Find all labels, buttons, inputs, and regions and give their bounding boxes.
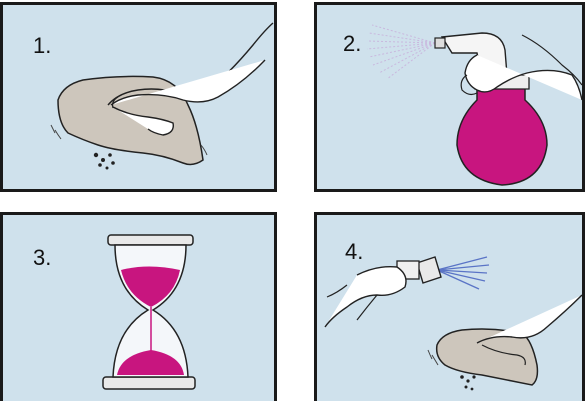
step-panel-3: 3. <box>0 212 277 401</box>
step-panel-2: 2. <box>314 2 585 192</box>
spray-bottle-icon <box>317 5 582 189</box>
step-panel-4: 4. <box>314 212 585 401</box>
step-panel-1: 1. <box>0 2 277 192</box>
rinse-and-wipe-icon <box>317 215 582 401</box>
wipe-cloth-icon <box>3 5 274 189</box>
hourglass-icon <box>3 215 274 401</box>
